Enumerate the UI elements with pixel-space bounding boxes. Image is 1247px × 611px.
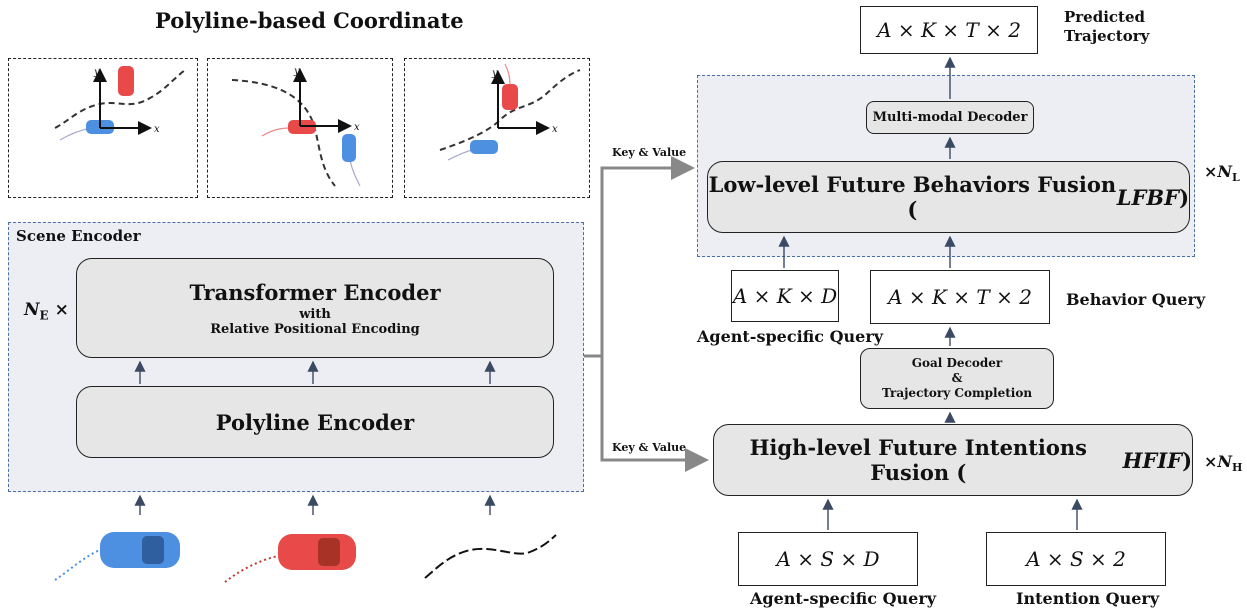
stack-count-label: NE × — [24, 300, 69, 322]
lfbf-suffix: ) — [1179, 184, 1189, 210]
key-value-arrow-top — [584, 156, 695, 358]
lfbf-prefix: Low-level Future Behaviors Fusion ( — [708, 172, 1117, 222]
polyline-encoder-block: Polyline Encoder — [76, 386, 554, 458]
hfif-suffix: ) — [1182, 447, 1192, 473]
goal-decoder-line1: Goal Decoder — [911, 356, 1003, 370]
transformer-encoder-sub1: with — [299, 306, 331, 322]
lfbf-abbr: LFBF — [1116, 184, 1180, 210]
figure-title: Polyline-based Coordinate — [155, 8, 464, 33]
key-value-connector — [584, 156, 709, 472]
agent-query-top-label: Agent-specific Query — [697, 327, 884, 346]
intention-query-box: A × S × 2 — [986, 532, 1166, 586]
coord-frame-3 — [404, 58, 590, 198]
agent-query-top-box: A × K × D — [731, 270, 839, 322]
stack-count-times: × — [54, 300, 69, 320]
lfbf-repeat: ×NL — [1204, 162, 1240, 184]
coord-frame-2 — [207, 58, 393, 198]
hfif-abbr: HFIF — [1122, 447, 1183, 473]
lfbf-repeat-sub: L — [1232, 171, 1240, 185]
hfif-repeat-sub: H — [1232, 461, 1243, 475]
multimodal-decoder-block: Multi-modal Decoder — [866, 101, 1034, 134]
agent-query-bottom-box: A × S × D — [738, 532, 918, 586]
goal-decoder-line2: & — [951, 371, 963, 385]
lfbf-repeat-times: × — [1204, 162, 1218, 181]
behavior-query-label: Behavior Query — [1066, 290, 1206, 309]
coord-frame-1 — [8, 58, 198, 198]
input-polyline — [424, 534, 557, 579]
hfif-repeat: ×NH — [1204, 452, 1242, 474]
key-value-label-bottom: Key & Value — [612, 441, 687, 454]
transformer-encoder-title: Transformer Encoder — [189, 279, 441, 305]
goal-decoder-block: Goal Decoder & Trajectory Completion — [860, 348, 1054, 409]
predicted-trajectory-label: Predicted Trajectory — [1064, 8, 1149, 46]
stack-count-symbol: N — [24, 300, 40, 320]
stack-count-sub: E — [39, 308, 49, 323]
intention-query-label: Intention Query — [1016, 589, 1160, 608]
input-red-car — [224, 534, 356, 583]
goal-decoder-line3: Trajectory Completion — [881, 386, 1033, 400]
lfbf-repeat-symbol: N — [1217, 162, 1233, 181]
lfbf-block: Low-level Future Behaviors Fusion (LFBF) — [707, 161, 1190, 233]
predicted-label-line2: Trajectory — [1064, 27, 1150, 45]
behavior-query-box: A × K × T × 2 — [870, 270, 1050, 324]
hfif-repeat-times: × — [1204, 452, 1218, 471]
input-blue-car — [54, 532, 180, 581]
key-value-label-top: Key & Value — [612, 146, 687, 159]
output-shape-box: A × K × T × 2 — [860, 6, 1038, 54]
hfif-repeat-symbol: N — [1217, 452, 1233, 471]
hfif-block: High-level Future Intentions Fusion ( HFI… — [713, 424, 1193, 496]
transformer-encoder-block: Transformer Encoder with Relative Positi… — [76, 258, 554, 358]
transformer-encoder-sub2: Relative Positional Encoding — [210, 321, 420, 337]
hfif-prefix: High-level Future Intentions Fusion ( — [749, 435, 1087, 485]
predicted-label-line1: Predicted — [1064, 8, 1146, 26]
agent-query-bottom-label: Agent-specific Query — [750, 589, 937, 608]
scene-encoder-label: Scene Encoder — [16, 227, 141, 245]
